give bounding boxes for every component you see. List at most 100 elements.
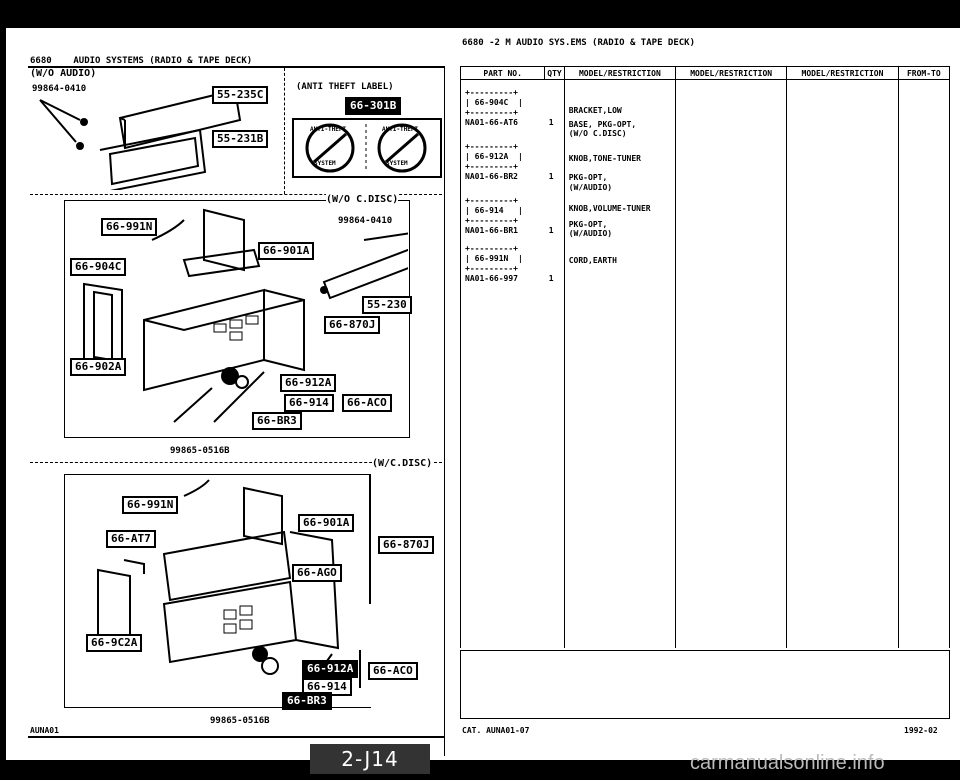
- sec3-screw-part: 99865-0516B: [210, 716, 270, 726]
- tag-66-991N: 66-991N: [101, 218, 158, 236]
- row3-desc3: (W/AUDIO): [568, 229, 613, 238]
- tag-55-231B: 55-231B: [212, 130, 269, 148]
- top-scan-band: [0, 0, 960, 28]
- tag-66-BR3-b: 66-BR3: [282, 692, 332, 710]
- tag-66-902A: 66-902A: [70, 358, 127, 376]
- page-number-badge: 2-J14: [310, 744, 430, 774]
- radio-unit-drawing: [83, 208, 408, 423]
- left-header: 6680 AUDIO SYSTEMS (RADIO & TAPE DECK): [30, 56, 252, 66]
- col-model-2: MODEL/RESTRICTION: [675, 66, 788, 80]
- badge-sub-left: SYSTEM: [314, 160, 336, 167]
- qty-cell: 1 1 1 1: [544, 79, 565, 648]
- tag-66-912A-b: 66-912A: [302, 660, 359, 678]
- col-from-to: FROM-TO: [897, 66, 951, 80]
- row2-part: NA01-66-BR2: [465, 172, 518, 181]
- tag-66-ACO-b: 66-ACO: [368, 662, 418, 680]
- footer-rule-left: [28, 736, 444, 738]
- sec2-part: 99864-0410: [338, 216, 393, 226]
- col-qty: QTY: [544, 66, 565, 80]
- section-title: AUDIO SYSTEMS (RADIO & TAPE DECK): [73, 56, 253, 66]
- tag-66-904C: 66-904C: [70, 258, 127, 276]
- row2-desc2: PKG-OPT,: [568, 173, 608, 182]
- model-3-cell: [786, 79, 899, 648]
- bottom-scan-band: [0, 760, 960, 780]
- row3-part: NA01-66-BR1: [465, 226, 518, 235]
- table-right-edge: [949, 650, 950, 718]
- model-2-cell: [675, 79, 788, 648]
- footer-date: 1992-02: [904, 726, 938, 735]
- tag-66-912A: 66-912A: [280, 374, 337, 392]
- tag-66-AGO: 66-AGO: [292, 564, 342, 582]
- tag-66-901A-b: 66-901A: [298, 514, 355, 532]
- tag-66-9C2A: 66-9C2A: [86, 634, 143, 652]
- tag-66-901A: 66-901A: [258, 242, 315, 260]
- tag-66-870J: 66-870J: [324, 316, 381, 334]
- section-code: 6680: [30, 56, 52, 66]
- tag-66-870J-b: 66-870J: [378, 536, 435, 554]
- sec1-divider: [284, 68, 285, 194]
- row4-qty: 1: [548, 274, 554, 283]
- row3-ref: +---------+ | 66-914 | +---------+: [465, 196, 523, 225]
- tag-66-914: 66-914: [284, 394, 334, 412]
- row1-part: NA01-66-AT6: [465, 118, 518, 127]
- radio-cd-drawing: [97, 474, 371, 688]
- col-model-1: MODEL/RESTRICTION: [563, 66, 677, 80]
- anti-theft-label: ANTI-THEFT SYSTEM ANTI-THEFT SYSTEM: [292, 118, 442, 178]
- footer-catalog: CAT. AUNA01-07: [462, 726, 530, 735]
- table-lower-rule: [460, 650, 950, 651]
- sec2-bottom-dash: [30, 462, 442, 463]
- row3-desc2: PKG-OPT,: [568, 220, 608, 229]
- row2-ref: +---------+ | 66-912A | +---------+: [465, 142, 523, 171]
- right-header: 6680 -2 M AUDIO SYS.EMS (RADIO & TAPE DE…: [462, 38, 695, 48]
- sec1-part: 99864-0410: [32, 84, 87, 94]
- sec2-frame: [64, 200, 410, 438]
- anti-theft-badges: [305, 123, 427, 173]
- row1-desc2: BASE, PKG-OPT,: [568, 120, 637, 129]
- table-bottom-rule: [460, 718, 950, 719]
- site-watermark: carmanualsonline.info: [690, 752, 885, 774]
- parts-table: PART NO. QTY MODEL/RESTRICTION MODEL/RES…: [459, 66, 951, 648]
- row1-ref: +---------+ | 66-904C | +---------+: [465, 88, 523, 117]
- table-body: +---------+ | 66-904C | +---------+ NA01…: [459, 79, 951, 648]
- sec3-label: (W/C.DISC): [372, 458, 433, 469]
- header-rule: [28, 66, 444, 68]
- sec1-bottom-dash: [30, 194, 442, 195]
- row2-qty: 1: [548, 172, 554, 181]
- footer-left-code: AUNA01: [30, 726, 59, 735]
- sec1b-label: (ANTI THEFT LABEL): [296, 82, 394, 92]
- row4-desc1: CORD,EARTH: [568, 256, 617, 265]
- row1-qty: 1: [548, 118, 554, 127]
- row4-ref: +---------+ | 66-991N | +---------+: [465, 244, 523, 273]
- sec2-label: (W/O C.DISC): [326, 194, 399, 205]
- table-header-row: PART NO. QTY MODEL/RESTRICTION MODEL/RES…: [459, 66, 951, 80]
- tag-66-301B: 66-301B: [345, 97, 402, 115]
- row3-desc1: KNOB,VOLUME-TUNER: [568, 204, 651, 213]
- col-part-no: PART NO.: [459, 66, 546, 80]
- left-scan-band: [0, 0, 6, 780]
- row3-qty: 1: [548, 226, 554, 235]
- page-center-divider: [444, 66, 445, 756]
- row4-part: NA01-66-997: [465, 274, 518, 283]
- tag-66-BR3: 66-BR3: [252, 412, 302, 430]
- table-left-edge: [460, 650, 461, 718]
- sec3-frame: [64, 474, 371, 708]
- sec2-screw-part: 99865-0516B: [170, 446, 230, 456]
- row2-desc3: (W/AUDIO): [568, 183, 613, 192]
- col-model-3: MODEL/RESTRICTION: [786, 66, 899, 80]
- tag-66-AT7: 66-AT7: [106, 530, 156, 548]
- badge-text-left: ANTI-THEFT: [310, 126, 347, 133]
- tag-55-230: 55-230: [362, 296, 412, 314]
- badge-text-right: ANTI-THEFT: [382, 126, 419, 133]
- from-to-cell: [897, 79, 951, 648]
- row1-desc1: BRACKET,LOW: [568, 106, 622, 115]
- tag-66-ACO: 66-ACO: [342, 394, 392, 412]
- model-1-cell: BRACKET,LOW BASE, PKG-OPT, (W/O C.DISC) …: [563, 79, 677, 648]
- pocket-drawing: [39, 88, 242, 190]
- part-no-cell: +---------+ | 66-904C | +---------+ NA01…: [459, 79, 545, 648]
- sec1-label: (W/O AUDIO): [30, 68, 97, 79]
- row1-desc3: (W/O C.DISC): [568, 129, 627, 138]
- badge-sub-right: SYSTEM: [386, 160, 408, 167]
- row2-desc1: KNOB,TONE-TUNER: [568, 154, 641, 163]
- tag-66-991N-b: 66-991N: [122, 496, 179, 514]
- tag-55-235C: 55-235C: [212, 86, 269, 104]
